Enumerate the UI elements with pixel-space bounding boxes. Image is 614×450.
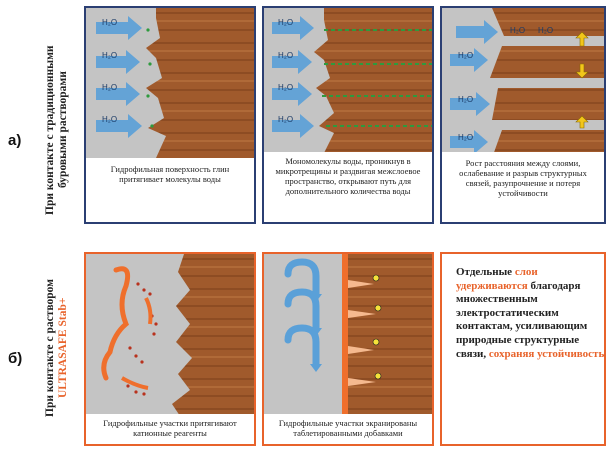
h2o-label: H₂O (458, 133, 473, 142)
panel-b1-caption: Гидрофильные участки притягивают катионн… (86, 414, 254, 444)
panel-b2-caption: Гидрофильные участки экранированы таблет… (264, 414, 432, 444)
h2o-label: H₂O (510, 26, 525, 35)
row-a-side-label: При контакте с традиционными буровыми ра… (44, 30, 74, 230)
panel-b3-text: Отдельные слои удерживаются благодаря мн… (456, 266, 606, 361)
h2o-label: H₂O (278, 18, 293, 27)
h2o-label: H₂O (278, 115, 293, 124)
panel-a1-caption: Гидрофильная поверхность глин притягивае… (86, 158, 254, 222)
h2o-label: H₂O (538, 26, 553, 35)
panel-b3: Отдельные слои удерживаются благодаря мн… (440, 252, 606, 446)
h2o-label: H₂O (102, 18, 117, 27)
row-b-side-label: При контакте с раствором ULTRASAFE Stab+ (44, 258, 74, 438)
panel-b3-text-highlight: сохраняя устойчивость (489, 348, 604, 360)
h2o-label: H₂O (102, 115, 117, 124)
h2o-label: H₂O (278, 83, 293, 92)
h2o-label: H₂O (458, 51, 473, 60)
h2o-label: H₂O (102, 51, 117, 60)
panel-a3: H₂O H₂O H₂O H₂O H₂O Рост расстояния межд… (440, 6, 606, 224)
row-b-letter: б) (8, 350, 22, 367)
panel-b1: Гидрофильные участки притягивают катионн… (84, 252, 256, 446)
h2o-label: H₂O (102, 83, 117, 92)
panel-a1: H₂O H₂O H₂O H₂O Гидрофильная поверхность… (84, 6, 256, 224)
panel-b2: Гидрофильные участки экранированы таблет… (262, 252, 434, 446)
h2o-label: H₂O (278, 51, 293, 60)
panel-a3-caption: Рост расстояния между слоями, ослабевани… (442, 152, 604, 222)
h2o-label: H₂O (458, 95, 473, 104)
panel-b3-text-part: Отдельные (456, 266, 515, 278)
row-a-letter: а) (8, 132, 21, 149)
panel-a2-caption: Мономолекулы воды, проникнув в микротрещ… (264, 152, 432, 222)
panel-a2: H₂O H₂O H₂O H₂O Мономолекулы воды, прони… (262, 6, 434, 224)
